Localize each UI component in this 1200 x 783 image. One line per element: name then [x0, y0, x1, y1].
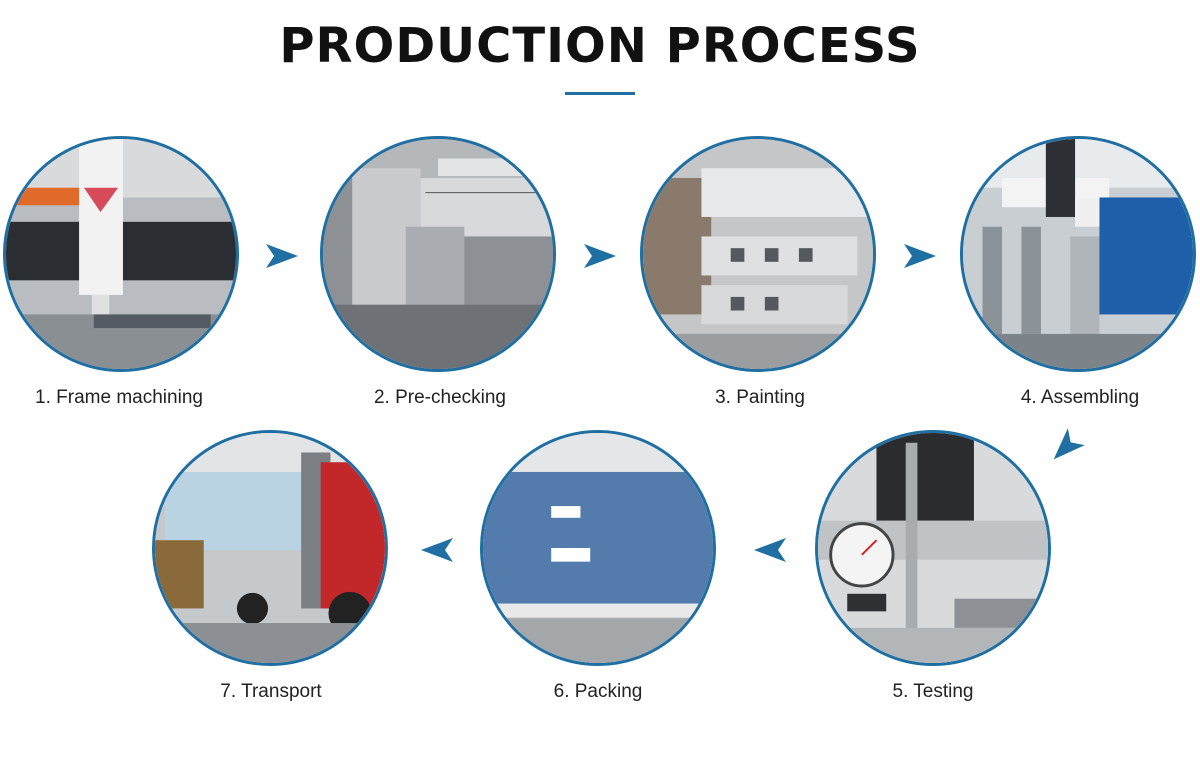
packing-photo: [480, 430, 716, 666]
testing-photo: [815, 430, 1051, 666]
title-underline: [565, 92, 635, 95]
step-label-2: 2. Pre-checking: [373, 387, 506, 408]
step-label-5: 5. Testing: [892, 681, 974, 702]
pre-checking-photo: [320, 136, 556, 372]
step-label-6: 6. Packing: [553, 681, 643, 702]
frame-machining-photo: [3, 136, 239, 372]
painting-photo: [640, 136, 876, 372]
assembling-photo: [960, 136, 1196, 372]
triangle-arrow-icon: [750, 530, 790, 570]
triangle-arrow-icon: [262, 236, 302, 276]
page-title: PRODUCTION PROCESS: [279, 18, 921, 74]
triangle-arrow-icon: [580, 236, 620, 276]
step-label-7: 7. Transport: [220, 681, 322, 702]
step-label-4: 4. Assembling: [1020, 387, 1140, 408]
step-label-1: 1. Frame machining: [35, 387, 203, 408]
step-label-3: 3. Painting: [715, 387, 805, 408]
triangle-arrow-icon: [1037, 420, 1094, 477]
transport-photo: [152, 430, 388, 666]
triangle-arrow-icon: [417, 530, 457, 570]
triangle-arrow-icon: [900, 236, 940, 276]
